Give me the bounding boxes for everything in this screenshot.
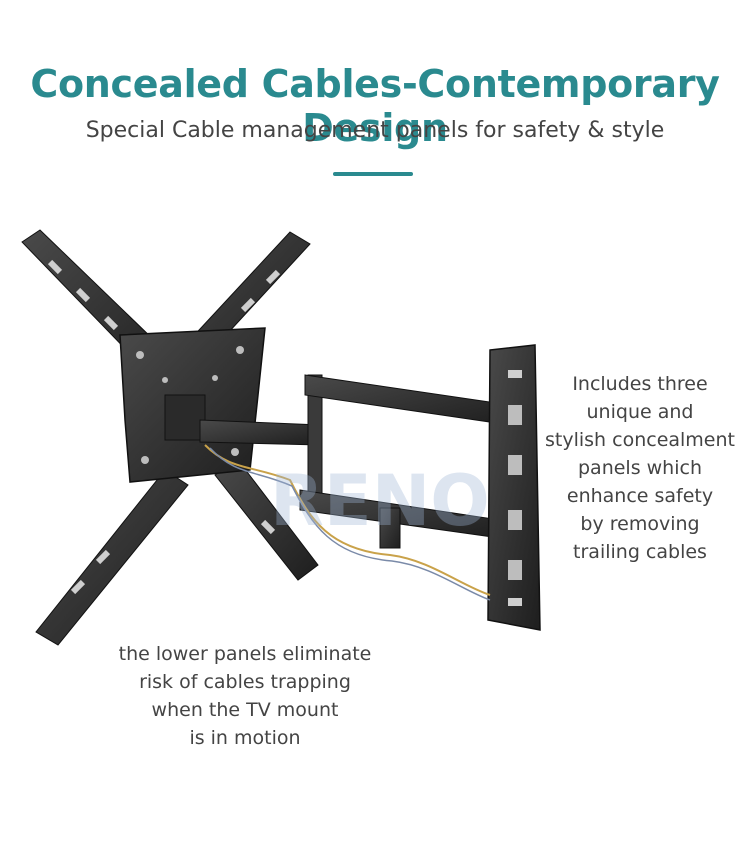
wall-plate — [487, 344, 541, 631]
page-title: Concealed Cables-Contemporary Design — [30, 62, 720, 150]
swing-arm — [199, 374, 511, 549]
tv-wall-mount-illustration: RENO — [21, 229, 541, 646]
watermark-logo: RENO — [270, 460, 490, 542]
title-divider — [333, 172, 413, 176]
callout-left: the lower panels eliminate risk of cable… — [118, 643, 372, 749]
page-subtitle: Special Cable management panels for safe… — [85, 118, 665, 143]
cable — [204, 444, 491, 596]
callout-right: Includes three unique and stylish concea… — [545, 373, 735, 563]
